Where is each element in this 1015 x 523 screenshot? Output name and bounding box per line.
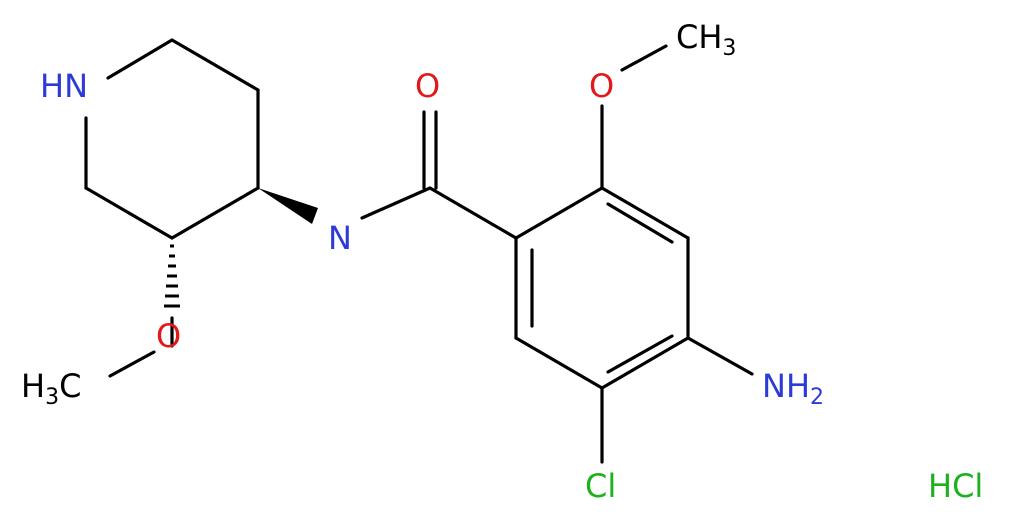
carbonyl-o-label: O (415, 67, 441, 105)
hcl-salt-label: HCl (928, 467, 984, 505)
amino-label: NH2 (762, 367, 824, 410)
hashed-bond (164, 244, 180, 308)
wedge-bond (258, 188, 318, 224)
bond (360, 186, 432, 220)
bond (606, 202, 674, 244)
bond (606, 334, 674, 374)
bond (620, 44, 668, 72)
methyl-left-label: H3C (21, 367, 82, 410)
methoxy-o-top-label: O (589, 67, 615, 105)
bond (514, 186, 604, 240)
bond (600, 186, 690, 240)
bond (514, 336, 604, 390)
chloro-label: Cl (585, 467, 617, 505)
bond (170, 186, 260, 240)
bond (106, 38, 174, 80)
bond (600, 336, 690, 390)
methoxy-o-left-label: O (156, 317, 182, 355)
bond (170, 38, 260, 92)
methyl-top-label: CH3 (676, 18, 737, 61)
nh-ring-label: HN (40, 67, 88, 105)
bond (84, 186, 174, 240)
bond (428, 186, 518, 240)
amide-n-label: N (328, 219, 352, 257)
bond (686, 336, 754, 376)
bond (108, 350, 156, 378)
